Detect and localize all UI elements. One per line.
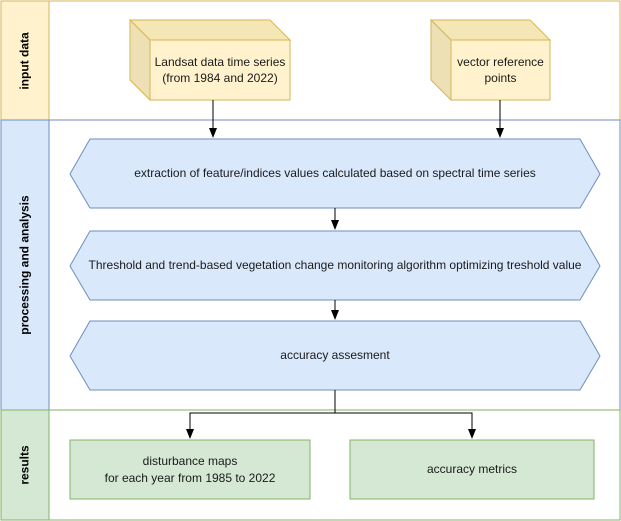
vector-points-cube [429,18,552,102]
lane-label-results: results [1,410,49,520]
disturbance-maps-box [69,439,311,500]
lane-label-processing-text: processing and analysis [18,195,33,335]
landsat-data-cube [128,18,292,102]
lane-results-header [0,409,50,521]
algorithm-step-label: Threshold and trend-based vegetation cha… [88,258,582,273]
accuracy-step-label: accuracy assesment [280,348,390,363]
connector-arrows [189,100,501,430]
extraction-step-label: extraction of feature/indices values cal… [134,166,536,181]
algorithm-step-shape [69,230,601,301]
accuracy-step-shape [69,320,601,391]
lane-label-input-text: input data [18,31,33,90]
disturbance-maps-label: disturbance maps for each year from 1985… [104,454,276,485]
accuracy-metrics-box [349,439,595,500]
extraction-step-shape [69,138,601,209]
lane-processing-header [0,119,50,411]
lane-label-results-text: results [17,445,32,485]
vector-points-label: vector reference points [457,54,544,85]
lane-label-input: input data [1,1,49,120]
landsat-data-label: Landsat data time series (from 1984 and … [154,54,286,85]
lane-input-header [0,0,50,121]
accuracy-metrics-label: accuracy metrics [426,462,518,477]
arrow-heads [186,128,504,439]
lane-label-processing: processing and analysis [1,120,49,410]
